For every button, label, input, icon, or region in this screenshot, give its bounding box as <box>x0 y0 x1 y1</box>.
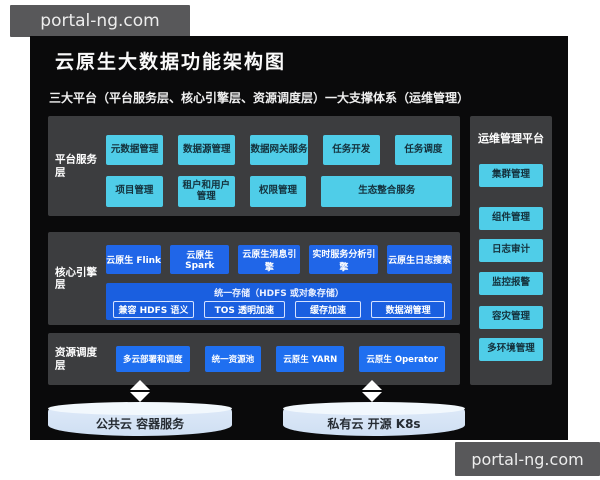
ops-item: 日志审计 <box>479 239 543 262</box>
storage-item: 数据湖管理 <box>371 301 445 318</box>
arrow-up-icon <box>130 380 150 390</box>
engine-row: 云原生 Flink 云原生 Spark 云原生消息引擎 实时服务分析引擎 云原生… <box>106 245 453 274</box>
platform-service-item: 权限管理 <box>249 176 307 207</box>
ops-item: 监控报警 <box>479 272 543 295</box>
ops-item: 组件管理 <box>479 207 543 230</box>
platform-service-item: 租户和用户管理 <box>177 176 235 207</box>
section-ops-management: 运维管理平台 集群管理 组件管理 日志审计 监控报警 容灾管理 多环境管理 <box>470 116 552 385</box>
architecture-diagram: 云原生大数据功能架构图 三大平台（平台服务层、核心引擎层、资源调度层）一大支撑体… <box>30 36 568 440</box>
platform-row-1: 元数据管理 数据源管理 数据网关服务 任务开发 任务调度 <box>106 135 453 165</box>
engine-item: 云原生 Spark <box>170 245 230 274</box>
unified-storage-title: 统一存储（HDFS 或对象存储） <box>214 289 344 299</box>
page-title: 云原生大数据功能架构图 <box>55 51 287 73</box>
cylinder-top <box>283 402 465 415</box>
platform-service-item: 任务调度 <box>394 135 453 165</box>
platform-service-item: 数据源管理 <box>178 135 236 165</box>
engine-item: 实时服务分析引擎 <box>309 245 379 274</box>
watermark-top-text: portal-ng.com <box>40 11 160 31</box>
ops-item: 容灾管理 <box>479 306 543 329</box>
platform-layer-label: 平台服务层 <box>55 153 97 178</box>
watermark-bottom: portal-ng.com <box>455 442 600 476</box>
arrow-down-icon <box>362 392 382 402</box>
platform-service-item: 数据网关服务 <box>250 135 308 165</box>
cloud-cylinder-public: 公共云 容器服务 <box>48 402 232 436</box>
scheduling-item: 多云部署和调度 <box>116 346 190 372</box>
cloud-cylinder-label: 私有云 开源 K8s <box>327 417 421 431</box>
section-resource-scheduling: 资源调度层 多云部署和调度 统一资源池 云原生 YARN 云原生 Operato… <box>48 333 460 385</box>
scheduling-item: 统一资源池 <box>204 346 262 372</box>
platform-service-item: 元数据管理 <box>106 135 164 165</box>
engine-item: 云原生日志搜索 <box>387 245 453 274</box>
arrow-up-icon <box>362 380 382 390</box>
section-core-engine: 核心引擎层 云原生 Flink 云原生 Spark 云原生消息引擎 实时服务分析… <box>48 232 460 325</box>
storage-item: 兼容 HDFS 语义 <box>113 301 194 318</box>
platform-service-item: 任务开发 <box>322 135 380 165</box>
scheduling-layer-label: 资源调度层 <box>55 346 97 371</box>
storage-item: 缓存加速 <box>294 301 362 318</box>
page-subtitle: 三大平台（平台服务层、核心引擎层、资源调度层）一大支撑体系（运维管理） <box>48 91 469 105</box>
ops-item: 多环境管理 <box>479 338 543 361</box>
connector-arrow-icon <box>361 380 383 404</box>
unified-storage-row: 兼容 HDFS 语义 TOS 透明加速 缓存加速 数据湖管理 <box>113 301 445 318</box>
engine-item: 云原生消息引擎 <box>238 245 301 274</box>
engine-item: 云原生 Flink <box>106 245 162 274</box>
cloud-cylinder-private: 私有云 开源 K8s <box>283 402 465 436</box>
section-platform-services: 平台服务层 元数据管理 数据源管理 数据网关服务 任务开发 任务调度 项目管理 … <box>48 116 460 216</box>
cylinder-top <box>48 402 232 415</box>
storage-item: TOS 透明加速 <box>203 301 285 318</box>
ops-sidebar-title: 运维管理平台 <box>478 132 544 145</box>
engine-layer-label: 核心引擎层 <box>55 265 97 291</box>
scheduling-row: 多云部署和调度 统一资源池 云原生 YARN 云原生 Operator <box>116 346 445 372</box>
cloud-cylinder-label: 公共云 容器服务 <box>95 417 185 431</box>
watermark-bottom-text: portal-ng.com <box>471 449 584 469</box>
ops-item: 集群管理 <box>479 164 543 187</box>
platform-row-2: 项目管理 租户和用户管理 权限管理 生态整合服务 <box>106 176 453 207</box>
platform-service-item: 生态整合服务 <box>321 176 453 207</box>
scheduling-item: 云原生 Operator <box>359 346 445 372</box>
connector-arrow-icon <box>129 380 151 404</box>
watermark-top: portal-ng.com <box>10 5 190 37</box>
arrow-down-icon <box>130 392 150 402</box>
scheduling-item: 云原生 YARN <box>276 346 345 372</box>
unified-storage-panel: 统一存储（HDFS 或对象存储） 兼容 HDFS 语义 TOS 透明加速 缓存加… <box>106 283 452 320</box>
platform-service-item: 项目管理 <box>106 176 163 207</box>
